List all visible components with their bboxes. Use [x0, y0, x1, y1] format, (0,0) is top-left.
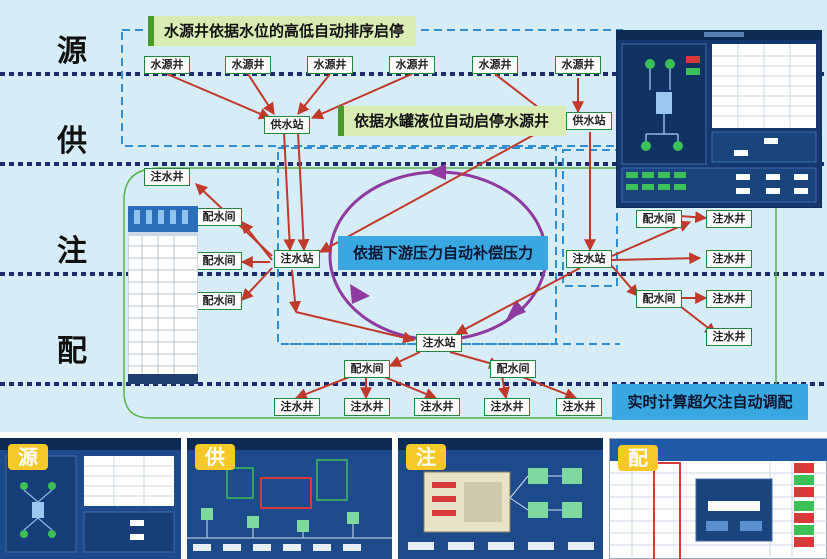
supply-station-left: 供水站 — [264, 116, 310, 134]
supply-monitor-screen — [616, 30, 822, 208]
thumbnail-distribution: 配 — [609, 438, 827, 559]
banner-injection-allocation: 实时计算超欠注自动调配 — [612, 384, 808, 420]
thumbnail-supply: 供 — [187, 438, 392, 559]
injection-station-left: 注水站 — [274, 250, 320, 268]
source-well-4: 水源井 — [389, 56, 435, 74]
distribution-room-left-1: 配水间 — [196, 208, 242, 226]
injection-well-right-4: 注水井 — [706, 328, 752, 346]
injection-well-right-3: 注水井 — [706, 290, 752, 308]
distribution-room-bottom-2: 配水间 — [490, 360, 536, 378]
injection-monitor-shot — [398, 438, 603, 550]
injection-well-bottom-4: 注水井 — [484, 398, 530, 416]
source-well-6: 水源井 — [555, 56, 601, 74]
injection-well-right-2: 注水井 — [706, 250, 752, 268]
injection-well-bottom-2: 注水井 — [344, 398, 390, 416]
stage-label-source: 源 — [57, 34, 87, 69]
distribution-room-bottom-1: 配水间 — [344, 360, 390, 378]
supply-pipeline-shot — [187, 438, 392, 551]
thumbnail-tag-supply: 供 — [195, 444, 235, 470]
injection-station-bottom: 注水站 — [416, 334, 462, 352]
injection-well-bottom-1: 注水井 — [274, 398, 320, 416]
thumbnail-injection: 注 — [398, 438, 603, 559]
thumbnail-tag-source: 源 — [8, 444, 48, 470]
source-well-2: 水源井 — [225, 56, 271, 74]
water-flow-diagram: 源 供 注 配 水源井依据水位的高低自动排序启停 依据水罐液位自动启停水源井 依… — [0, 0, 827, 432]
banner-source-sequence: 水源井依据水位的高低自动排序启停 — [148, 16, 416, 46]
thumbnail-tag-injection: 注 — [406, 444, 446, 470]
banner-tank-level: 依据水罐液位自动启停水源井 — [338, 106, 566, 136]
distribution-room-left-2: 配水间 — [196, 252, 242, 270]
source-well-1: 水源井 — [144, 56, 190, 74]
thumbnail-source: 源 — [0, 438, 181, 559]
injection-well-bottom-5: 注水井 — [556, 398, 602, 416]
injection-well-left-top: 注水井 — [144, 168, 190, 186]
injection-well-bottom-3: 注水井 — [414, 398, 460, 416]
source-well-5: 水源井 — [472, 56, 518, 74]
injection-table-screen — [128, 206, 198, 384]
banner-pressure-compensation: 依据下游压力自动补偿压力 — [338, 236, 548, 270]
distribution-room-left-3: 配水间 — [196, 292, 242, 310]
stage-label-supply: 供 — [57, 124, 87, 159]
source-well-3: 水源井 — [307, 56, 353, 74]
distribution-room-right-2: 配水间 — [636, 290, 682, 308]
supply-station-right: 供水站 — [566, 112, 612, 130]
distribution-room-right-1: 配水间 — [636, 210, 682, 228]
stage-label-injection: 注 — [57, 234, 87, 269]
injection-well-right-1: 注水井 — [706, 210, 752, 228]
injection-station-right: 注水站 — [566, 250, 612, 268]
distribution-table-shot — [610, 439, 827, 559]
thumbnail-tag-distribution: 配 — [618, 445, 658, 471]
stage-label-distribution: 配 — [57, 334, 87, 369]
